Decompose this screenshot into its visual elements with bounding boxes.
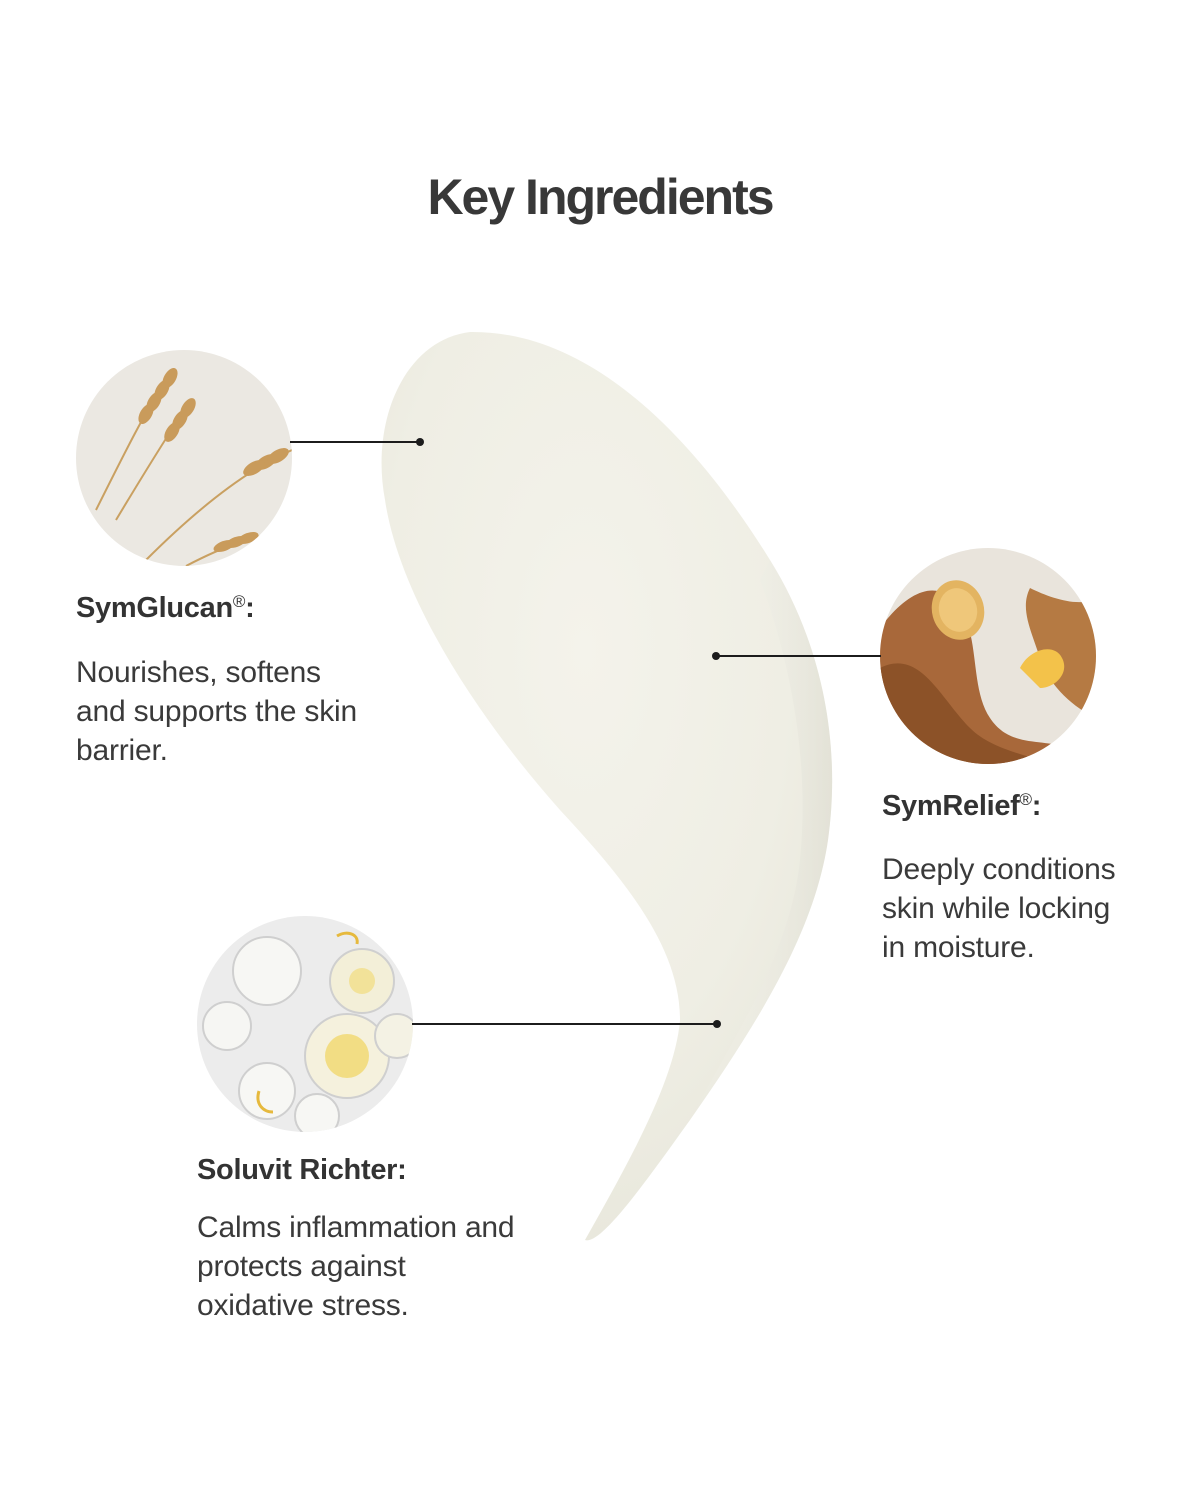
- page-title: Key Ingredients: [427, 169, 774, 225]
- connector-dot: [713, 1020, 721, 1028]
- oil-droplets-icon: [197, 916, 413, 1132]
- connector-line: [412, 1023, 717, 1025]
- ginger-root-icon: [880, 548, 1096, 764]
- wheat-ears-icon: [76, 350, 292, 566]
- connector-dot: [712, 652, 720, 660]
- ingredient-description: Calms inflammation and protects against …: [197, 1211, 515, 1322]
- ingredient-name: SymGlucan®:: [76, 592, 255, 624]
- ingredient-name: SymRelief®:: [882, 790, 1042, 822]
- ingredient-description: Nourishes, softens and supports the skin…: [76, 656, 357, 767]
- ingredient-description: Deeply conditions skin while locking in …: [882, 853, 1116, 964]
- connector-line: [290, 441, 421, 443]
- ingredient-name: Soluvit Richter:: [197, 1154, 407, 1186]
- connector-line: [716, 655, 881, 657]
- connector-dot: [416, 438, 424, 446]
